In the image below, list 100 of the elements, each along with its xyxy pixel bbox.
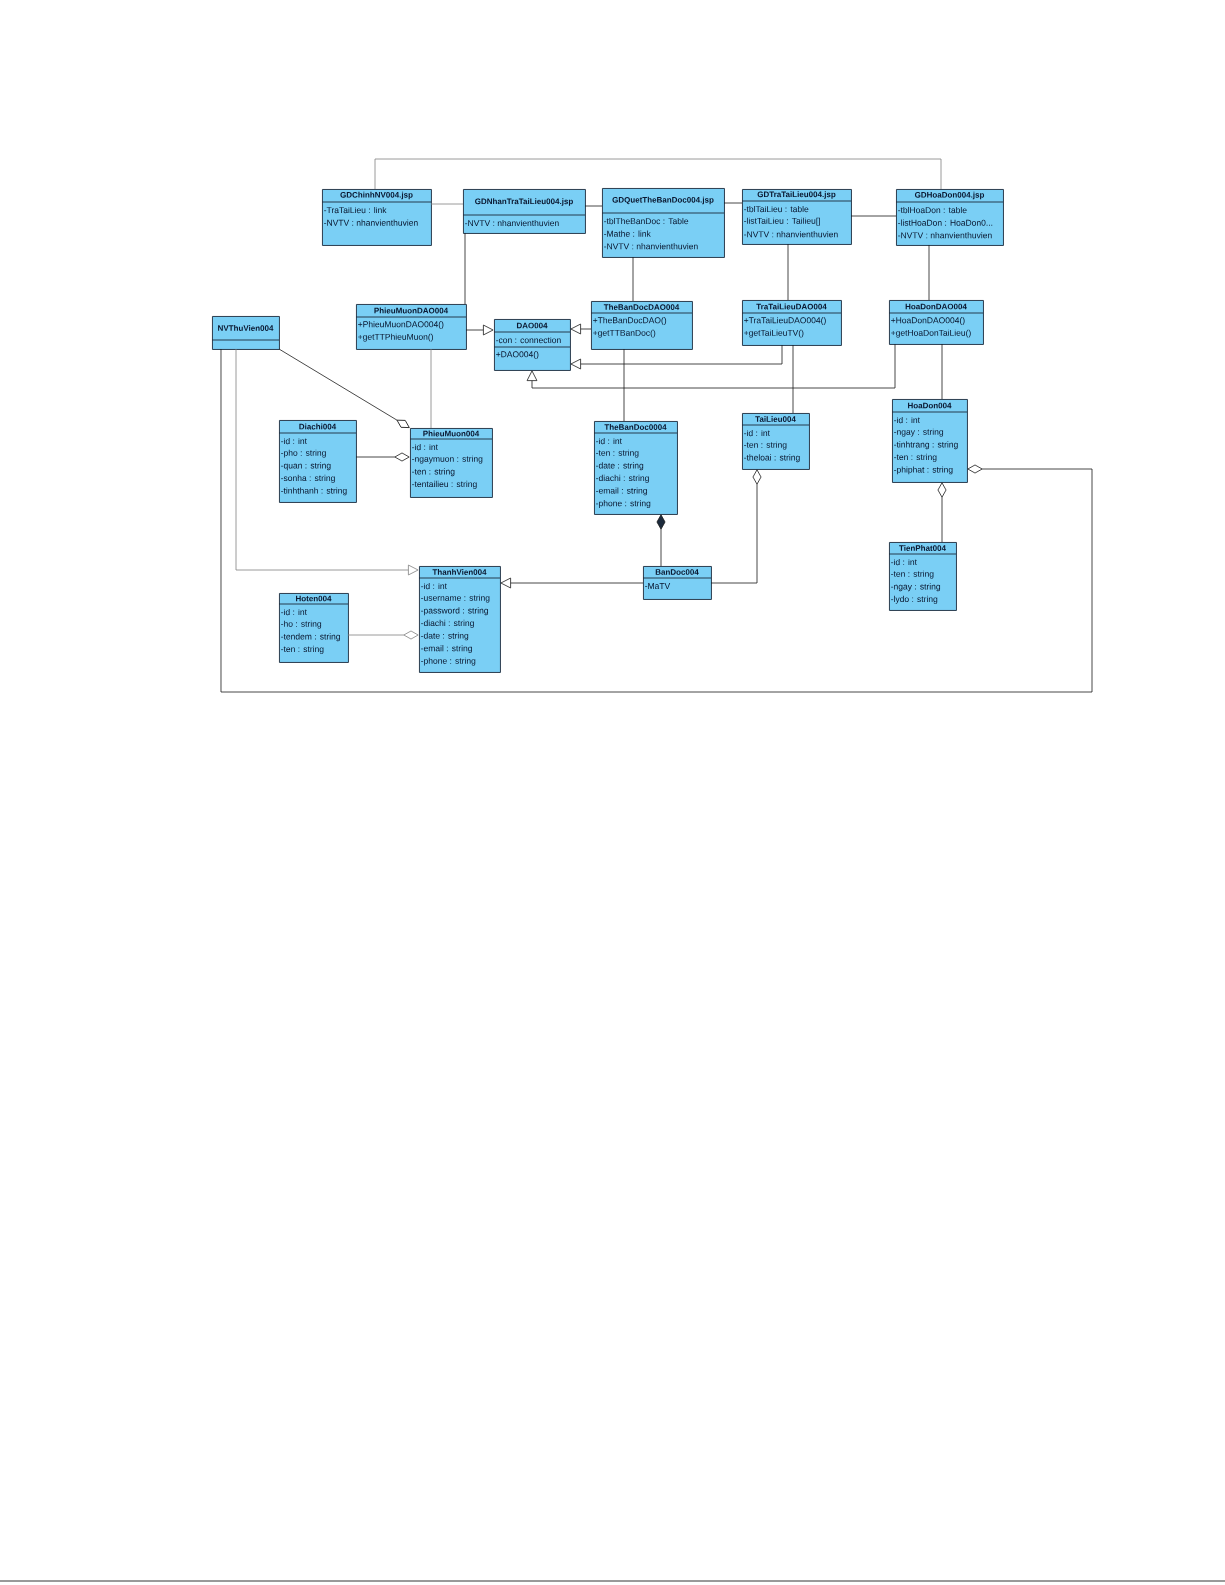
association-line — [787, 243, 789, 301]
attribute-text: -id : int — [421, 582, 447, 590]
class-name: TheBanDocDAO004 — [603, 304, 680, 310]
method-text: +TraTaiLieuDAO004() — [744, 317, 826, 325]
attribute-text: -id : int — [744, 429, 770, 437]
attribute-text: -ten : string — [744, 441, 787, 450]
attribute-text: -ten : string — [894, 453, 937, 462]
class-box — [418, 566, 501, 673]
class-box — [741, 300, 842, 346]
class-box — [741, 189, 852, 245]
generalization-arrow — [500, 577, 644, 589]
class-name: NVThuVien004 — [218, 325, 274, 331]
class-name: GDNhanTraTaiLieu004.jsp — [475, 198, 573, 206]
class-name: HoaDon004 — [908, 402, 952, 409]
association-line — [723, 202, 743, 204]
generalization-arrow — [526, 343, 896, 389]
attribute-text: -listTaiLieu : Tailieu[] — [744, 217, 820, 226]
association-line — [430, 348, 432, 429]
class-name: PhieuMuonDAO004 — [374, 307, 449, 314]
attribute-text: -ten : string — [891, 570, 934, 579]
attribute-text: -ngay : string — [894, 428, 944, 437]
method-text: +getTTPhieuMuon() — [358, 333, 433, 342]
aggregation-line — [278, 348, 410, 428]
aggregation-line — [220, 348, 1093, 693]
class-box — [278, 420, 357, 503]
attribute-text: -phone : string — [596, 500, 651, 508]
class-name: TaiLieu004 — [755, 416, 796, 422]
attribute-text: -tendem : string — [281, 633, 340, 642]
generalization-arrow — [465, 324, 494, 336]
class-box — [642, 566, 712, 600]
association-line — [464, 232, 466, 305]
attribute-text: -phiphat : string — [894, 466, 953, 475]
aggregation-line — [347, 630, 419, 640]
attribute-text: -NVTV : nhanvienthuvien — [465, 219, 559, 227]
association-line — [850, 215, 897, 217]
aggregation-line — [355, 452, 410, 462]
class-name: DAO004 — [516, 322, 548, 329]
attribute-text: -id : int — [412, 443, 438, 451]
method-text: +getTTBanDoc() — [593, 329, 656, 338]
class-name: GDChinhNV004.jsp — [340, 191, 413, 200]
class-name: HoaDonDAO004 — [905, 303, 967, 310]
class-box — [278, 593, 349, 663]
class-name: ThanhVien004 — [432, 569, 487, 575]
attribute-text: -MaTV — [645, 583, 671, 589]
method-text: +getTaiLieuTV() — [744, 329, 804, 338]
class-box — [409, 428, 493, 498]
attribute-text: -ten : string — [412, 468, 455, 477]
attribute-text: -listHoaDon : HoaDon0... — [898, 219, 993, 226]
association-line — [928, 244, 930, 301]
association-line — [430, 203, 464, 205]
attribute-text: -email : string — [596, 487, 647, 496]
attribute-text: -tblTheBanDoc : Table — [604, 217, 689, 225]
class-box — [590, 301, 693, 350]
class-box — [888, 542, 957, 611]
attribute-text: -NVTV : nhanvienthuvien — [744, 231, 838, 238]
attribute-text: -ngaymuon : string — [412, 455, 483, 464]
aggregation-line — [710, 469, 762, 584]
attribute-text: -tblTaiLieu : table — [744, 205, 809, 213]
class-box — [895, 189, 1004, 246]
class-box — [741, 413, 810, 470]
attribute-text: -Mathe : link — [604, 230, 651, 237]
attribute-text: -email : string — [421, 645, 472, 653]
class-name: BanDoc004 — [655, 569, 699, 575]
association-line — [584, 205, 603, 207]
attribute-text: -phone : string — [421, 657, 476, 666]
attribute-text: -tentailieu : string — [412, 480, 477, 489]
attribute-text: -id : int — [281, 608, 307, 616]
attribute-text: -ngay : string — [891, 583, 941, 592]
class-name: Diachi004 — [299, 423, 337, 430]
attribute-text: -sonha : string — [281, 474, 335, 483]
composition-line — [656, 514, 666, 567]
association-line — [374, 158, 942, 190]
attribute-text: -pho : string — [281, 449, 326, 458]
attribute-text: -NVTV : nhanvienthuvien — [604, 243, 698, 250]
class-name: TheBanDoc0004 — [604, 424, 667, 430]
attribute-text: -quan : string — [281, 462, 331, 471]
attribute-text: -lydo : string — [891, 595, 938, 604]
class-box — [321, 189, 432, 246]
class-name: TienPhat004 — [899, 545, 946, 551]
association-line — [632, 256, 634, 302]
method-text: +TheBanDocDAO() — [593, 317, 667, 325]
attribute-text: -id : int — [894, 416, 920, 424]
attribute-text: -id : int — [891, 558, 917, 566]
attribute-text: -id : int — [596, 437, 622, 445]
association-line — [941, 343, 943, 400]
generalization-arrow — [570, 344, 783, 370]
attribute-text: -tblHoaDon : table — [898, 206, 967, 214]
class-name: GDTraTaiLieu004.jsp — [757, 191, 836, 199]
method-text: +getHoaDonTaiLieu() — [891, 329, 971, 338]
class-name: GDQuetTheBanDoc004.jsp — [612, 196, 714, 205]
attribute-text: -id : int — [281, 437, 307, 445]
class-box — [891, 399, 968, 483]
class-box — [593, 421, 678, 515]
class-box — [355, 304, 467, 350]
method-text: +PhieuMuonDAO004() — [358, 321, 444, 329]
method-text: +DAO004() — [496, 351, 539, 359]
attribute-text: -diachi : string — [421, 619, 474, 628]
generalization-arrow — [570, 323, 592, 335]
class-name: PhieuMuon004 — [423, 430, 480, 437]
class-name: Hoten004 — [296, 595, 332, 602]
